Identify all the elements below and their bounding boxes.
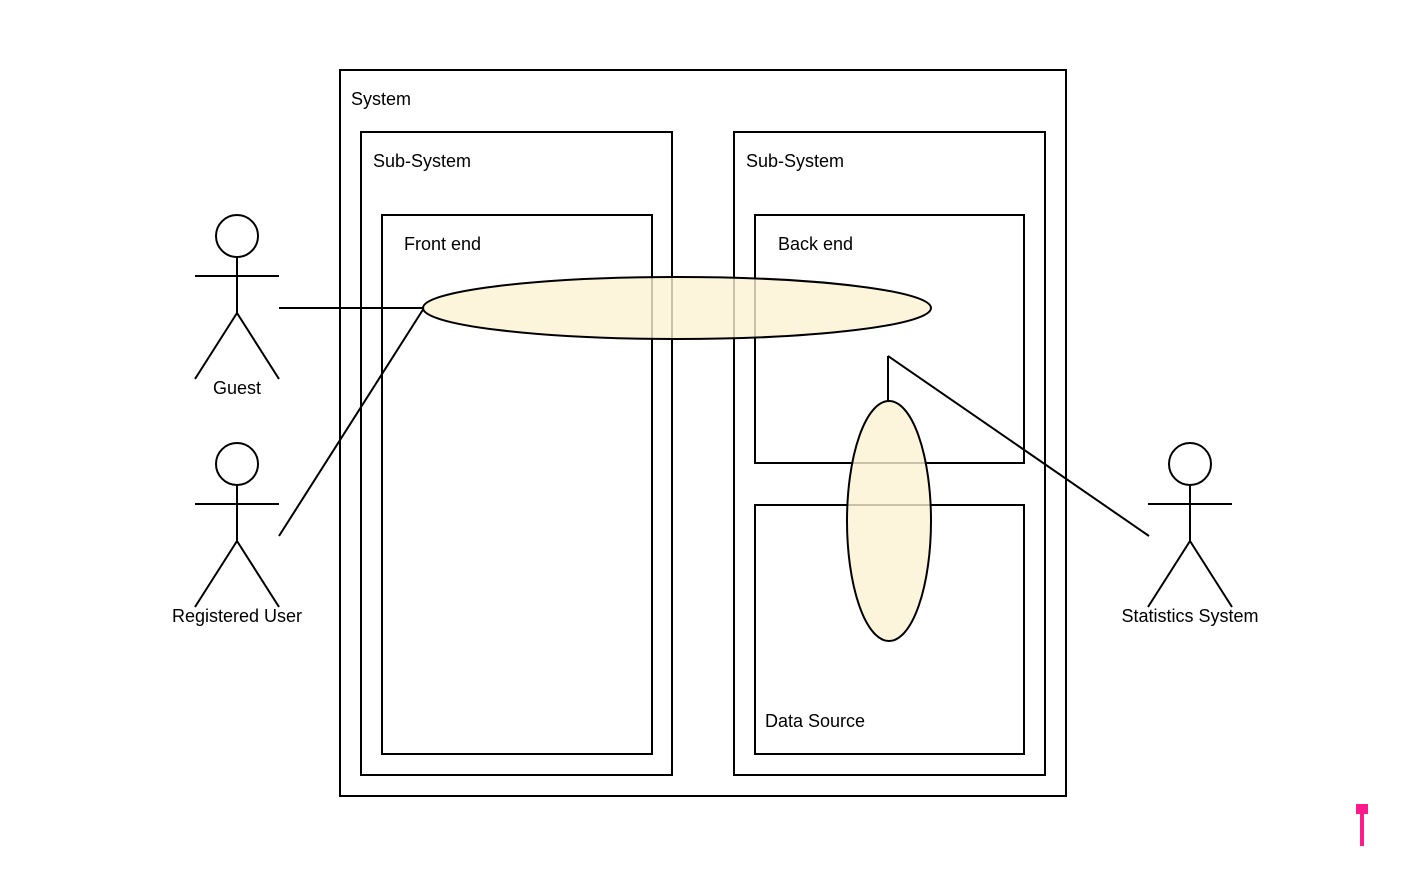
actor-head-icon (215, 442, 259, 486)
actor-right-leg (1189, 540, 1233, 608)
subsystem-left-box (360, 131, 673, 776)
actor-right-leg (236, 312, 280, 380)
actor-head-icon (215, 214, 259, 258)
actor-left-leg (1147, 540, 1191, 608)
data-source-label: Data Source (765, 711, 865, 731)
subsystem-right-box (733, 131, 1046, 776)
registered-user-association-line[interactable] (278, 307, 425, 537)
actor-guest-label: Guest (213, 378, 261, 398)
actor-statistics-system[interactable]: Statistics System (1121, 442, 1259, 626)
front-end-label: Front end (404, 234, 481, 254)
actor-head-icon (1168, 442, 1212, 486)
use-case-ellipse-horizontal[interactable] (422, 276, 932, 340)
front-end-component[interactable]: Front end (381, 214, 653, 755)
actor-left-leg (194, 312, 238, 380)
system-label: System (351, 89, 411, 109)
text-cursor-stem (1360, 804, 1364, 846)
actor-registered-user[interactable]: Registered User (172, 442, 302, 626)
front-end-box (381, 214, 653, 755)
actor-right-leg (236, 540, 280, 608)
subsystem-left[interactable]: Sub-System (360, 131, 673, 776)
statistics-system-association-line[interactable] (887, 355, 1150, 537)
text-cursor-icon (1356, 804, 1368, 846)
system-boundary-box (339, 69, 1067, 797)
system-boundary[interactable]: System (339, 69, 1067, 797)
actor-left-leg (194, 540, 238, 608)
subsystem-left-label: Sub-System (373, 151, 471, 171)
actor-statistics-system-label: Statistics System (1121, 606, 1258, 626)
subsystem-right[interactable]: Sub-System (733, 131, 1046, 776)
use-case-ellipse-vertical[interactable] (846, 400, 932, 642)
actor-registered-user-label: Registered User (172, 606, 302, 626)
subsystem-right-label: Sub-System (746, 151, 844, 171)
back-end-label: Back end (778, 234, 853, 254)
actor-guest[interactable]: Guest (194, 214, 280, 398)
